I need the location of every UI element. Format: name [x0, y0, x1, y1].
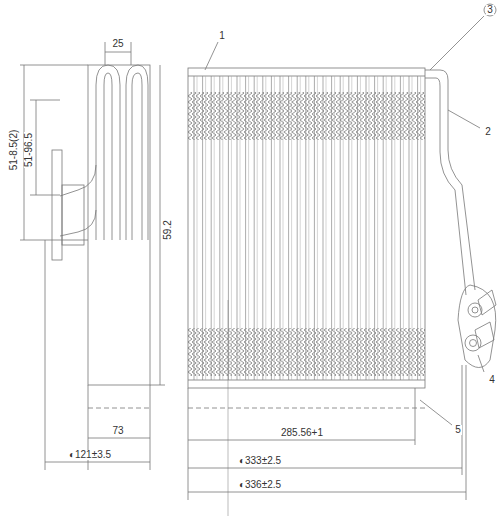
fin-hatch: [188, 92, 425, 140]
dimension-label: 285.56+1: [280, 428, 324, 438]
flange: [52, 150, 62, 260]
dimension-label: 51-8.5(2): [9, 129, 19, 172]
dimension-label: 59.2: [163, 219, 173, 240]
evaporator-core: [188, 68, 425, 388]
callout-number: 1: [218, 31, 226, 41]
dimension-label: 51-96.5: [24, 132, 34, 168]
callout-number: 2: [484, 127, 492, 137]
outlet-pipe: [126, 65, 148, 240]
block-fitting: [458, 285, 496, 368]
callout-number: 4: [488, 375, 496, 385]
dimension-label: ◐333±2.5: [238, 456, 282, 466]
dimension-label: 73: [111, 426, 124, 436]
dimension-label: ◐121±3.5: [68, 450, 112, 460]
dimension-label: ◐336±2.5: [238, 480, 282, 490]
callout-number: 5: [454, 425, 462, 435]
dimension-label: 25: [111, 39, 124, 49]
callout-number: 3: [486, 5, 494, 15]
core-side: [88, 65, 150, 385]
inlet-pipe: [96, 65, 120, 240]
